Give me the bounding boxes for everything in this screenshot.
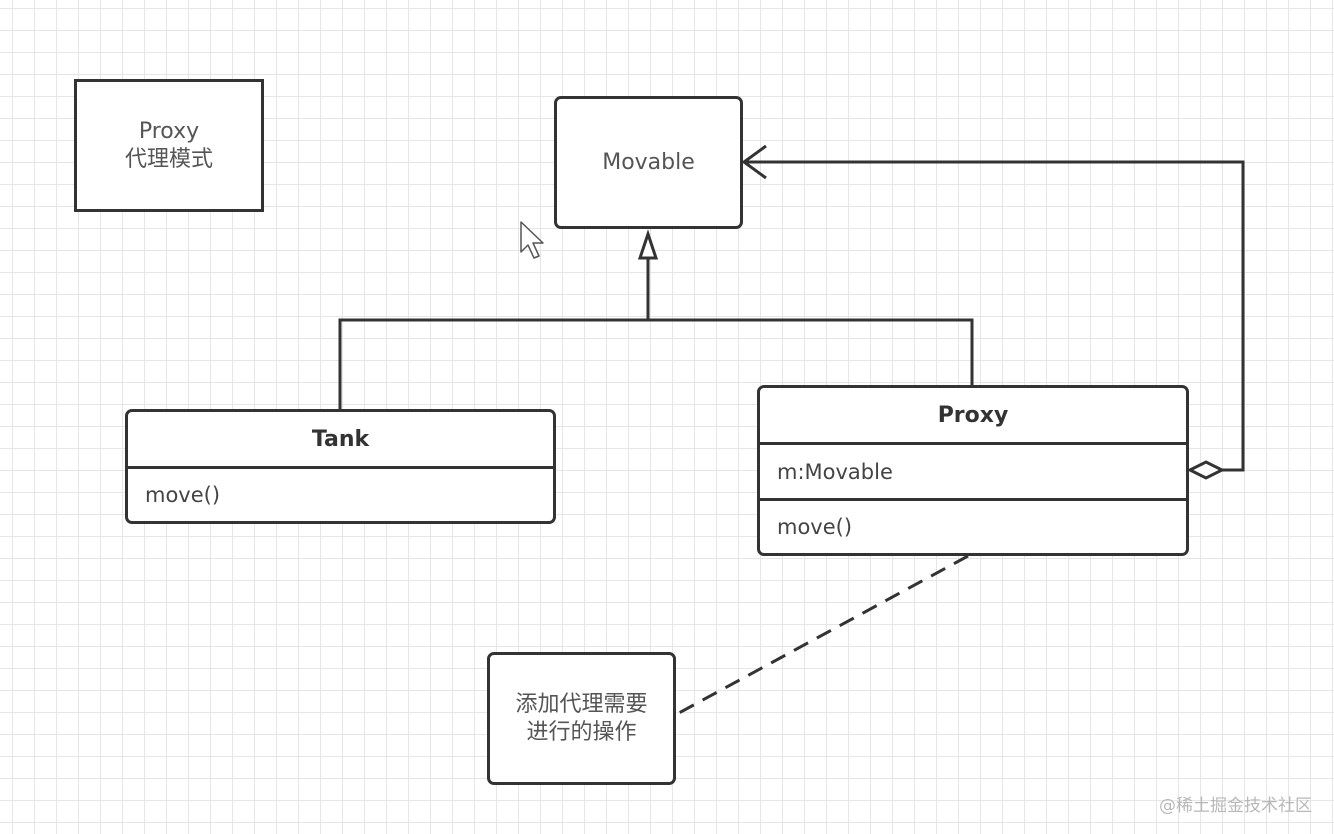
note-box[interactable]: 添加代理需要 进行的操作 [487,652,676,785]
watermark: @稀土掘金技术社区 [1159,796,1312,816]
tank-method: move() [145,483,221,507]
proxy-class-box[interactable]: Proxy m:Movable move() [757,385,1189,556]
title-box-line1: Proxy [138,118,200,144]
mouse-cursor-icon [520,221,544,259]
aggregation-line [746,160,1245,472]
proxy-method: move() [777,515,853,539]
note-dashed-line [676,554,969,716]
aggregation-diamond [1186,460,1226,480]
tank-generalization-line [338,258,650,410]
title-box-line2: 代理模式 [124,146,213,172]
proxy-generalization-line [648,318,974,386]
movable-label: Movable [602,149,695,175]
tank-class-name: Tank [128,412,553,469]
generalization-arrowhead [637,229,659,260]
proxy-field: m:Movable [760,445,1186,501]
proxy-class-name: Proxy [760,388,1186,445]
movable-interface-box[interactable]: Movable [554,96,743,229]
note-line1: 添加代理需要 [515,691,648,717]
note-line2: 进行的操作 [526,719,637,745]
aggregation-arrowhead [741,144,767,180]
tank-class-box[interactable]: Tank move() [125,409,556,524]
title-box[interactable]: Proxy 代理模式 [74,79,264,212]
